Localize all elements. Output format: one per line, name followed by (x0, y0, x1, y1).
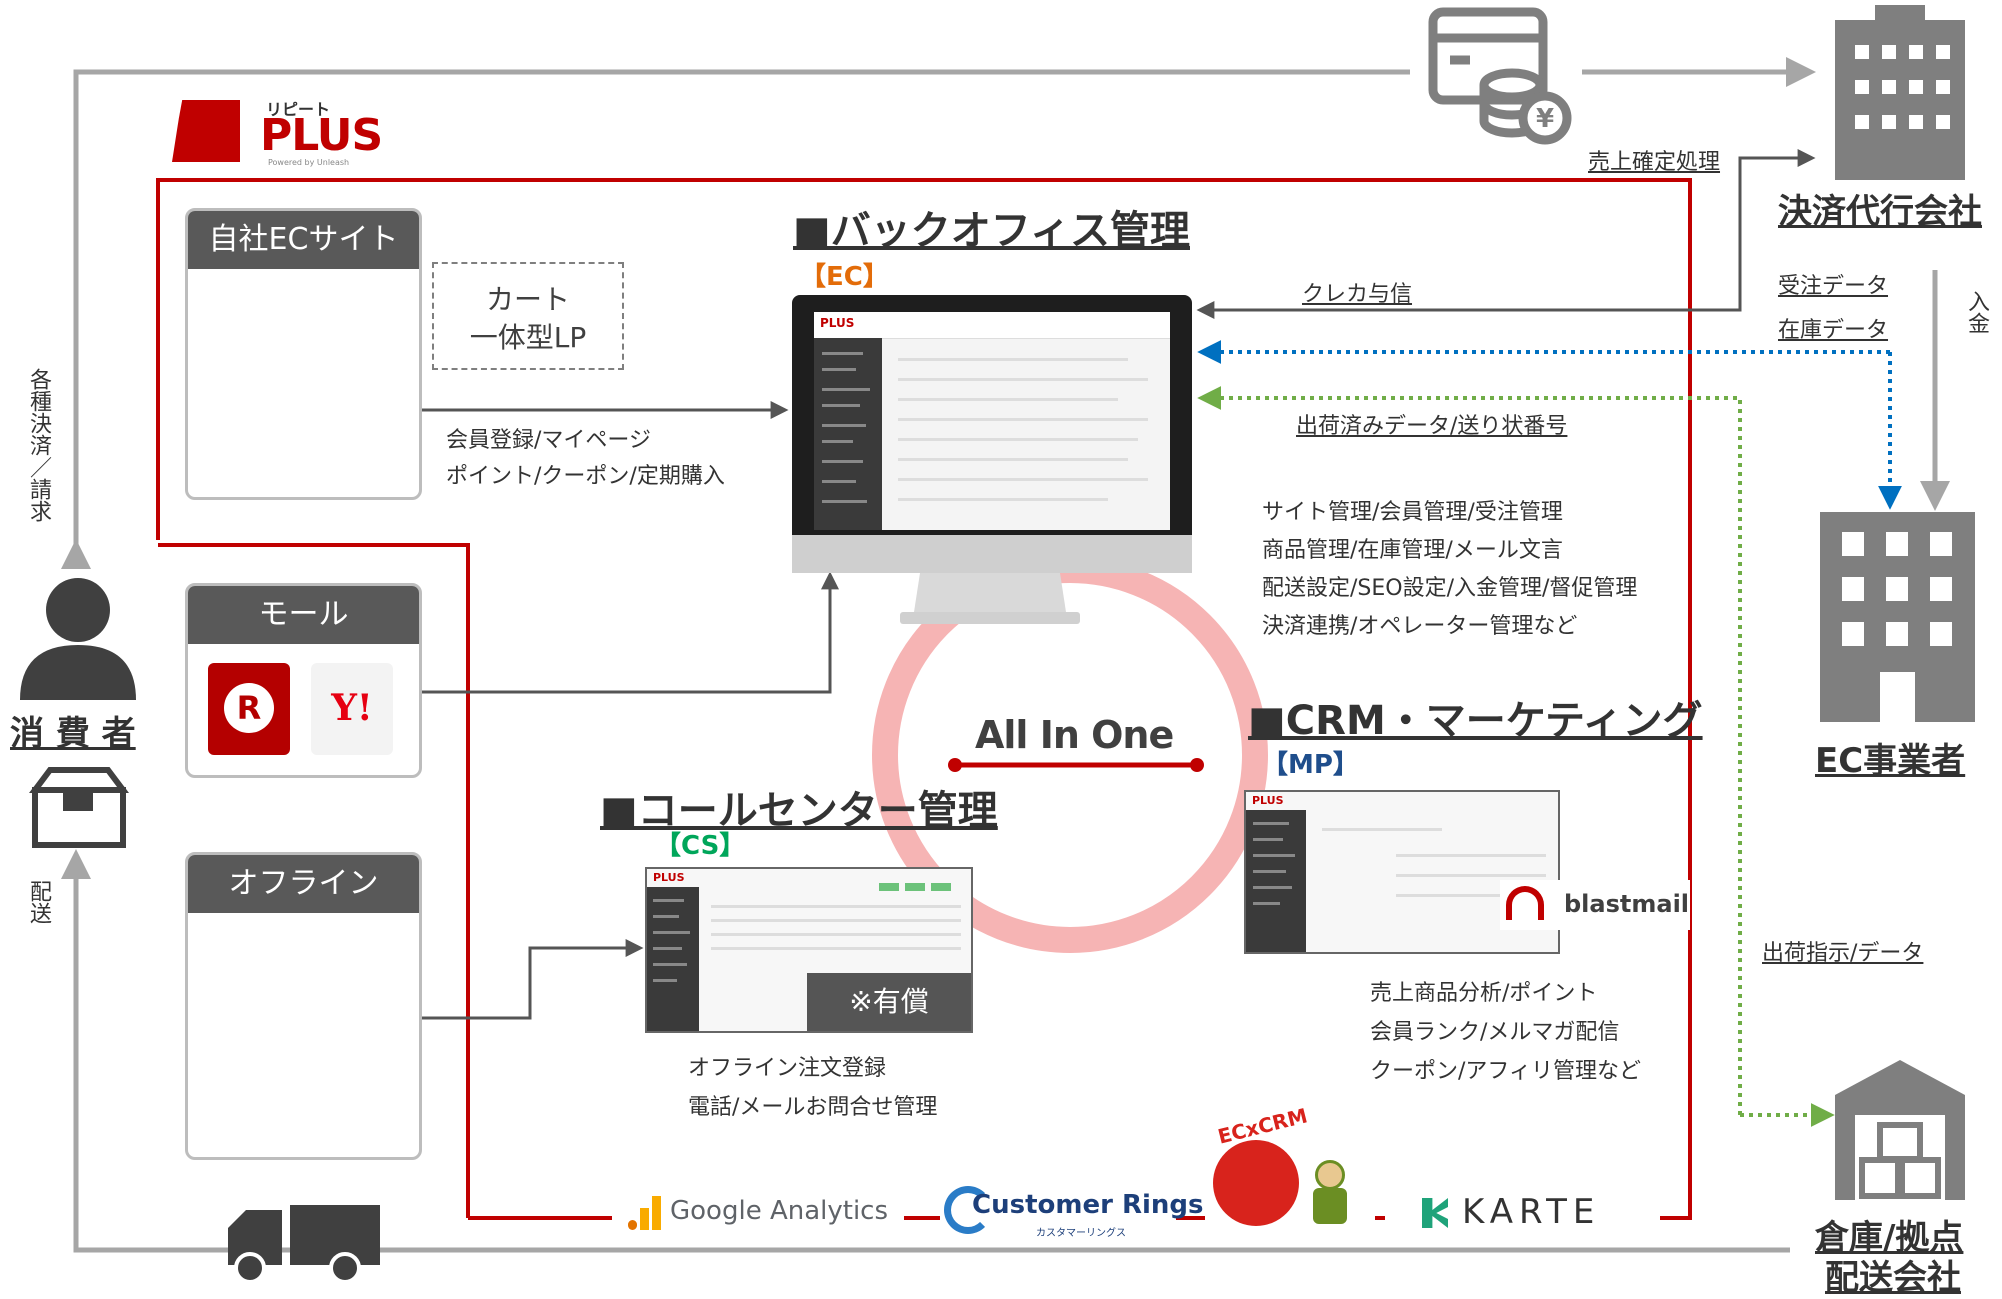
crm-title: ■CRM・マーケティング (1248, 698, 1703, 744)
yahoo-letter: Y! (331, 687, 373, 729)
eccrm-circle-icon (1213, 1140, 1299, 1226)
blastmail-logo: blastmail (1500, 880, 1690, 930)
cart-line2: 一体型LP (469, 321, 587, 354)
crm-screen-logo: PLUS (1252, 794, 1284, 807)
repeat-plus-logo: リピート PLUS Powered by Unleash (172, 92, 412, 172)
stock-data-label: 在庫データ (1778, 318, 1889, 343)
backoffice-screen: PLUS (814, 312, 1170, 530)
paid-label: ※有償 (807, 973, 971, 1031)
svg-text:¥: ¥ (1536, 104, 1554, 134)
blastmail-text: blastmail (1564, 890, 1690, 918)
ec-flow-line2: ポイント/クーポン/定期購入 (446, 464, 725, 489)
cs-screen-logo: PLUS (653, 871, 685, 884)
ship-instruction-label: 出荷指示/データ (1762, 941, 1924, 966)
mall-panel: モール R Y! (185, 583, 422, 778)
consumer-label: 消 費 者 (10, 714, 136, 754)
callcenter-screenshot: PLUS ※有償 (645, 867, 973, 1033)
karte-mark-icon (1422, 1198, 1448, 1228)
delivery-label: 配送 (26, 880, 51, 924)
package-box-icon (29, 767, 129, 848)
offline-panel: オフライン (185, 852, 422, 1160)
sales-confirm-label: 売上確定処理 (1588, 150, 1721, 175)
analytics-bars-icon (628, 1196, 664, 1230)
delivery-truck-icon (228, 1205, 380, 1284)
screen-header: PLUS (814, 312, 1170, 339)
yahoo-icon: Y! (311, 663, 393, 755)
consumer-person-icon (20, 578, 136, 700)
mall-title: モール (188, 586, 419, 644)
backoffice-feature-4: 決済連携/オペレーター管理など (1262, 614, 1578, 639)
order-data-label: 受注データ (1778, 274, 1889, 299)
billing-label: 各種決済／請求 (26, 368, 51, 522)
backoffice-feature-3: 配送設定/SEO設定/入金管理/督促管理 (1262, 576, 1638, 601)
rings-swirl-icon (944, 1186, 992, 1234)
shipped-data-label: 出荷済みデータ/送り状番号 (1296, 414, 1568, 439)
backoffice-title: ■バックオフィス管理 (793, 208, 1190, 254)
cart-lp-box: カート 一体型LP (432, 262, 624, 370)
crm-feature-2: 会員ランク/メルマガ配信 (1370, 1020, 1620, 1045)
crm-screen-sidebar (1246, 810, 1306, 952)
backoffice-tag: 【EC】 (800, 262, 889, 292)
crm-feature-1: 売上商品分析/ポイント (1370, 981, 1598, 1006)
warehouse-label-2: 配送会社 (1825, 1258, 1961, 1298)
callcenter-title: ■コールセンター管理 (600, 788, 998, 834)
customer-rings-text: Customer Rings (972, 1190, 1204, 1220)
credit-auth-label: クレカ与信 (1302, 282, 1413, 307)
google-analytics-text: Google Analytics (670, 1196, 889, 1226)
rakuten-letter: R (236, 689, 262, 727)
karte-text: KARTE (1462, 1192, 1601, 1232)
own-ec-title: 自社ECサイト (188, 211, 419, 269)
blastmail-mark-icon (1506, 886, 1544, 920)
logo-small-text: リピート (266, 100, 331, 119)
mascot-icon (1305, 1160, 1355, 1226)
screen-logo: PLUS (820, 316, 855, 330)
callcenter-feature-1: オフライン注文登録 (688, 1056, 887, 1081)
karte-logo: KARTE (1410, 1188, 1660, 1238)
ec-business-label: EC事業者 (1815, 741, 1966, 781)
rakuten-icon: R (208, 663, 290, 755)
cs-screen-sidebar (647, 887, 699, 1031)
delivery-line (61, 849, 1790, 1253)
callcenter-tag: 【CS】 (655, 831, 746, 861)
warehouse-label-1: 倉庫/拠点 (1815, 1218, 1964, 1258)
offline-title: オフライン (188, 855, 419, 913)
payment-card-coin-icon (1428, 7, 1572, 145)
own-ec-panel: 自社ECサイト (185, 208, 422, 500)
ec-flow-line1: 会員登録/マイページ (446, 428, 651, 453)
screen-sidebar (814, 338, 882, 530)
all-in-one-label: All In One (975, 713, 1174, 757)
deposit-label: 入金 (1964, 290, 1989, 334)
payment-company-label: 決済代行会社 (1778, 192, 1982, 232)
backoffice-feature-2: 商品管理/在庫管理/メール文言 (1262, 538, 1563, 563)
logo-tagline: Powered by Unleash (268, 158, 350, 167)
callcenter-feature-2: 電話/メールお問合せ管理 (688, 1095, 938, 1120)
warehouse-icon (1835, 1060, 1965, 1200)
customer-rings-sub: カスタマーリングス (1036, 1228, 1126, 1239)
logo-main-text: PLUS (260, 110, 383, 161)
google-analytics-logo: Google Analytics (624, 1188, 904, 1238)
customer-rings-logo: Customer Rings カスタマーリングス (940, 1180, 1204, 1244)
billing-line (61, 69, 1410, 569)
crm-feature-3: クーポン/アフィリ管理など (1370, 1059, 1641, 1084)
backoffice-feature-1: サイト管理/会員管理/受注管理 (1262, 500, 1563, 525)
crm-tag: 【MP】 (1262, 750, 1359, 780)
cart-line1: カート (485, 283, 570, 316)
logo-mark-icon (172, 100, 240, 162)
eccrm-logo: ECxCRM (1205, 1103, 1375, 1240)
